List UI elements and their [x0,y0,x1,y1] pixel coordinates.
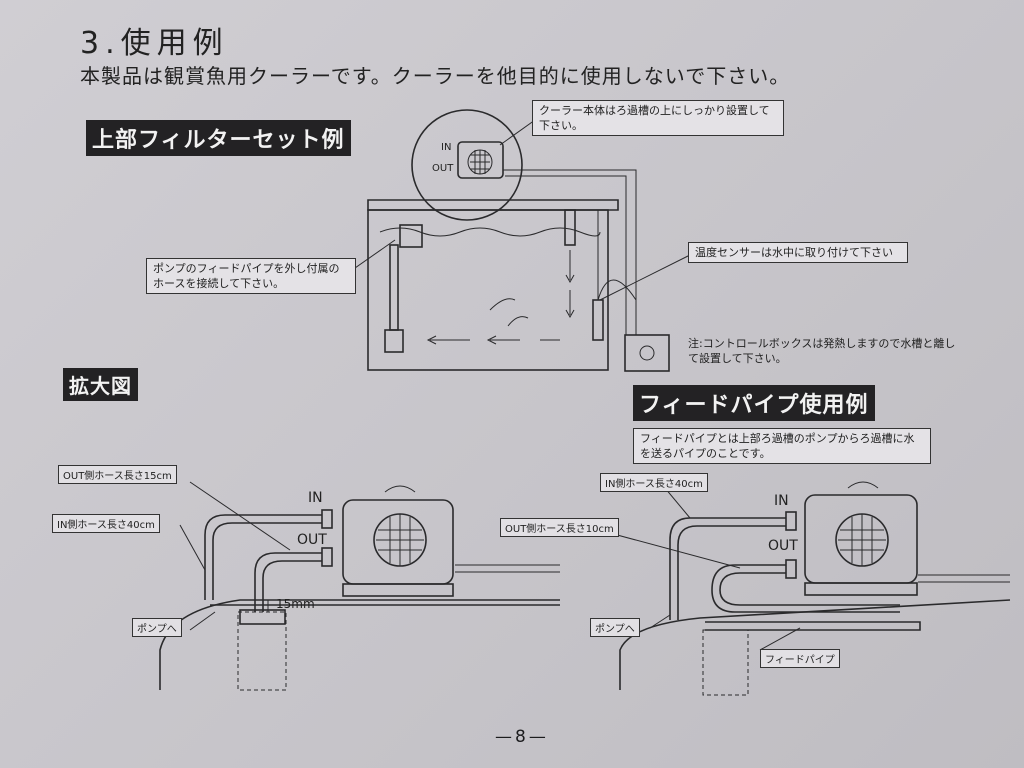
sensor-note: 温度センサーは水中に取り付けて下さい [688,242,908,263]
feed-pipe-label: フィードパイプ [760,649,840,668]
enlarged-in-label: IN [308,490,323,506]
top-in-label: IN [441,142,452,153]
feed-to-pump-label: ポンプへ [590,618,640,637]
feed-in-label: IN [774,493,789,509]
to-pump-label: ポンプへ [132,618,182,637]
in-hose-label: IN側ホース長さ40cm [52,514,160,533]
dimension-label: 15mm [276,597,315,611]
feed-pipe-diagram [579,481,1011,696]
feed-pipe-banner: フィードパイプ使用例 [633,385,875,421]
pump-note: ポンプのフィードパイプを外し付属のホースを接続して下さい。 [146,258,356,294]
out-hose-label: OUT側ホース長さ15cm [58,465,177,484]
enlarged-out-label: OUT [297,532,327,548]
intro-text: 本製品は観賞魚用クーラーです。クーラーを他目的に使用しないで下さい。 [80,64,791,88]
tank-diagram [344,109,691,372]
feed-out-label: OUT [768,538,798,554]
page-number: —8— [495,727,549,747]
feed-pipe-note: フィードパイプとは上部ろ過槽のポンプからろ過槽に水を送るパイプのことです。 [633,428,931,464]
enlarged-diagram [159,481,560,691]
control-box-note: 注:コントロールボックスは発熱しますので水槽と離して設置して下さい。 [688,337,956,365]
feed-out-hose-label: OUT側ホース長さ10cm [500,518,619,537]
feed-in-hose-label: IN側ホース長さ40cm [600,473,708,492]
section-heading: 3.使用例 [80,26,229,61]
top-out-label: OUT [432,163,454,174]
cooler-note: クーラー本体はろ過槽の上にしっかり設置して下さい。 [532,100,784,136]
top-filter-banner: 上部フィルターセット例 [86,120,351,156]
enlarged-view-banner: 拡大図 [63,368,138,401]
